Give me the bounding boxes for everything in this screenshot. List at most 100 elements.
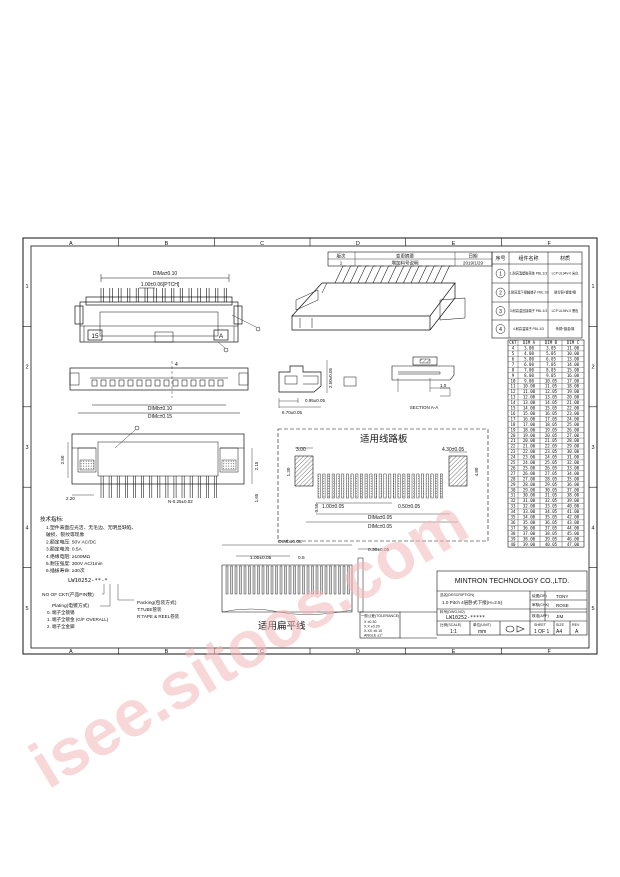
ffc-conductor xyxy=(347,565,350,595)
ffc-conductor xyxy=(297,565,301,595)
zone-col-bottom: E xyxy=(452,649,456,655)
note-line: 3.额定电流: 0.5A xyxy=(46,546,83,553)
dim-table-cell: 19.05 xyxy=(545,427,558,432)
dim-table-cell: 5.05 xyxy=(546,351,556,356)
dim-table-cell: 46.00 xyxy=(567,536,580,541)
note-line: 5.耐压强度: 300V AC/1min xyxy=(46,560,103,567)
ffc-conductor xyxy=(248,565,251,595)
dim-table-cell: 22 xyxy=(511,444,516,449)
part-material: 磷青铜+镀金/锡 xyxy=(554,290,576,295)
dim-table-cell: 14.00 xyxy=(523,406,536,411)
part-material: LCP UL94V-0 黑色 xyxy=(552,308,580,313)
dim-table-cell: 36.00 xyxy=(523,525,536,530)
dim-table-cell: 33.00 xyxy=(567,465,580,470)
pcb-v1: 1.30 xyxy=(286,467,291,476)
dim-table-cell: 26.00 xyxy=(567,427,580,432)
zone-row-right: 2 xyxy=(591,365,594,371)
ffc-conductor xyxy=(243,565,247,595)
dim-table-cell: 5 xyxy=(512,351,515,356)
ffc-width: 0.5 xyxy=(298,555,305,561)
rev-cell-3: 2019/1/29 xyxy=(463,261,484,266)
part-name: 3.耐高温压接端子 PBL:1/3 xyxy=(510,308,547,313)
sheet-label: SHEET xyxy=(534,623,547,627)
ffc-conductor xyxy=(293,565,296,595)
dim-table-cell: 21 xyxy=(511,438,516,443)
dim-table-cell: 40 xyxy=(511,542,516,547)
dim-table-cell: 15 xyxy=(511,406,516,411)
dim-table-cell: 25.05 xyxy=(545,460,558,465)
rev-cell-2: 增加料号说明 xyxy=(392,260,419,267)
dim-table-cell: 31.05 xyxy=(545,493,558,498)
dim-table-cell: 32.05 xyxy=(545,498,558,503)
side-height: 2.50±0.05 xyxy=(328,368,333,388)
dim-table-cell: 32 xyxy=(511,498,516,503)
ffc-drawing xyxy=(221,544,380,615)
ffc-conductor xyxy=(333,565,337,595)
dim-table-cell: 23.00 xyxy=(567,411,580,416)
dim-table-cell: 39 xyxy=(511,536,516,541)
dim-table-cell: 17.00 xyxy=(567,378,580,383)
dim-table-cell: 36.00 xyxy=(567,482,580,487)
dim-table-cell: 39.00 xyxy=(523,542,536,547)
dim-table-header: DIM C xyxy=(567,340,580,345)
ffc-conductor xyxy=(311,565,314,595)
dim-table-cell: 4 xyxy=(512,346,515,351)
top-view xyxy=(74,274,261,353)
bottom-height: 2.50 xyxy=(60,455,65,464)
ffc-conductor xyxy=(257,565,260,595)
dim-table-cell: 12 xyxy=(511,389,516,394)
isometric-view xyxy=(291,265,466,331)
iso-pin xyxy=(418,265,430,284)
ffc-conductor xyxy=(342,565,346,595)
dim-table-cell: 27.00 xyxy=(523,476,536,481)
ffc-conductor xyxy=(324,565,328,595)
company-name: MINTRON TECHNOLOGY CO.,LTD. xyxy=(455,578,569,585)
pcb-pad xyxy=(440,473,443,499)
part-material: LCP UL94V-0 米白 xyxy=(552,271,579,276)
ffc-pitch: 1.00±0.05 xyxy=(250,555,272,561)
zone-markers xyxy=(23,238,597,654)
ffc-conductor xyxy=(270,565,274,595)
dim-table-cell: 9.05 xyxy=(546,373,556,378)
pcb-dim-1: 3.00 xyxy=(296,447,306,453)
dim-table-cell: 39.05 xyxy=(545,536,558,541)
corner-label: A xyxy=(219,333,224,340)
zone-row-left: 4 xyxy=(25,525,28,531)
zone-col-bottom: B xyxy=(165,649,169,655)
dim-table-cell: 18 xyxy=(511,422,516,427)
ffc-conductor xyxy=(338,565,341,595)
front-dim-b: DIMb±0.10 xyxy=(148,406,173,412)
ffc-conductor xyxy=(302,565,305,595)
dim-table-cell: 30 xyxy=(511,487,516,492)
checked-label: 审核(CHK) xyxy=(532,602,549,607)
rev-value: A xyxy=(575,629,579,635)
dim-table-cell: 30.05 xyxy=(545,487,558,492)
zone-col-top: B xyxy=(165,241,169,247)
dim-table-cell: 6 xyxy=(512,356,515,361)
packing-title: Packing(包装方式) xyxy=(137,599,177,606)
dim-table-cell: 39.00 xyxy=(567,498,580,503)
notes-heading: 技术指标: xyxy=(40,515,64,523)
zone-col-top: D xyxy=(356,241,360,247)
dim-table-cell: 40.00 xyxy=(567,504,580,509)
front-marker: 4 xyxy=(175,362,178,368)
ffc-conductor xyxy=(239,565,242,595)
dim-table-cell: 19.00 xyxy=(523,433,536,438)
ordering-code: LW10252-**-* NO OF CKT(产品PIN数) Plating(电… xyxy=(42,578,180,630)
note-line: 1.塑件表面应光洁、无毛边、无明显缺陷、 xyxy=(46,524,136,531)
pcb-pad xyxy=(350,473,354,499)
part-name: 1.耐高温塑胶壳体 PBL:1/3 xyxy=(510,271,547,276)
dim-table-cell: 40.05 xyxy=(545,542,558,547)
dim-table-cell: 21.00 xyxy=(523,444,536,449)
dim-table-cell: 25 xyxy=(511,460,516,465)
ffc-conductor xyxy=(279,565,283,595)
pcb-v2: 4.80 xyxy=(474,467,479,476)
pcb-pad xyxy=(341,473,345,499)
pcb-pad xyxy=(360,473,363,499)
scale-value: 1:1 xyxy=(450,629,457,635)
dim-table-cell: 22.00 xyxy=(567,406,580,411)
tolerance-row: X ±0.30 xyxy=(364,620,376,624)
ffc-conductor xyxy=(275,565,278,595)
dim-table-cell: 12.00 xyxy=(523,395,536,400)
rev-header-1: 版次 xyxy=(337,253,346,260)
